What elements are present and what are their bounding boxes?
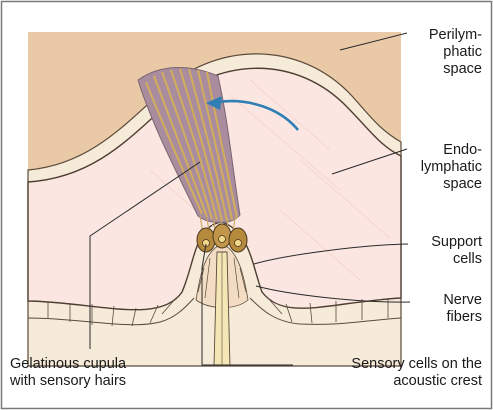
label-gelatinous-cupula: Gelatinous cupula with sensory hairs [10,356,126,390]
label-line: Perilym- [429,27,482,44]
label-line: fibers [443,309,482,326]
label-line: phatic [429,44,482,61]
label-endolymphatic-space: Endo- lymphatic space [421,142,482,193]
label-line: Gelatinous cupula [10,356,126,373]
label-line: space [421,176,482,193]
label-line: Endo- [421,142,482,159]
label-line: space [429,61,482,78]
label-line: Sensory cells on the [351,356,482,373]
label-line: cells [431,251,482,268]
label-line: Nerve [443,292,482,309]
label-support-cells: Support cells [431,234,482,268]
label-line: with sensory hairs [10,373,126,390]
label-perilymphatic-space: Perilym- phatic space [429,27,482,78]
label-sensory-cells: Sensory cells on the acoustic crest [351,356,482,390]
label-line: Support [431,234,482,251]
label-nerve-fibers: Nerve fibers [443,292,482,326]
sensory-cells [197,224,247,252]
label-line: acoustic crest [351,373,482,390]
label-line: lymphatic [421,159,482,176]
